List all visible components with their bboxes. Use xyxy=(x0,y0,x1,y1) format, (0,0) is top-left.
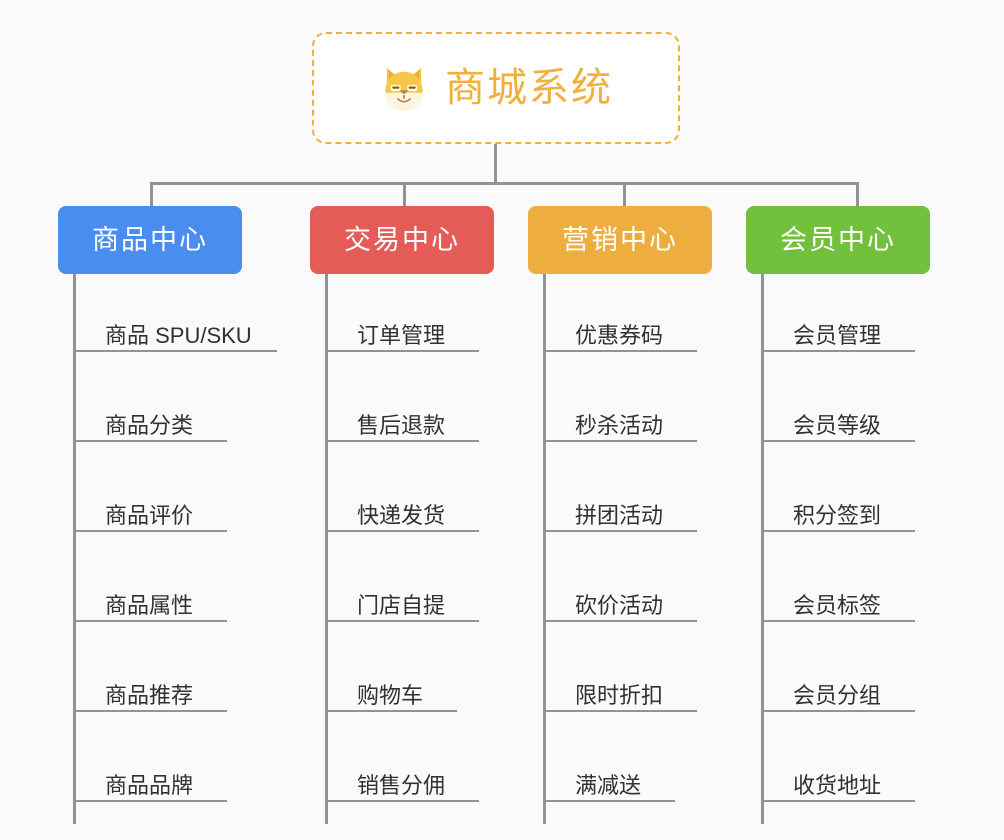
leaf-label: 商品 SPU/SKU xyxy=(105,323,252,348)
leaf-label: 商品推荐 xyxy=(105,683,194,708)
leaf-label: 购物车 xyxy=(357,683,424,708)
leaf-label: 收货地址 xyxy=(793,773,882,798)
leaf-rule xyxy=(325,620,479,622)
category-label-0: 商品中心 xyxy=(92,224,208,255)
leaf-rule xyxy=(761,800,915,802)
column-trunk-1 xyxy=(325,274,328,824)
shiba-dog-icon xyxy=(379,63,429,113)
leaf-rule xyxy=(325,530,479,532)
leaf-label: 秒杀活动 xyxy=(575,413,664,438)
connector-drop-2 xyxy=(403,182,406,206)
leaf-label: 商品品牌 xyxy=(105,773,194,798)
leaf-rule xyxy=(73,620,227,622)
column-trunk-3 xyxy=(761,274,764,824)
leaf-label: 会员标签 xyxy=(793,593,882,618)
root-title: 商城系统 xyxy=(445,66,613,110)
leaf-rule xyxy=(73,440,227,442)
leaf-label: 满减送 xyxy=(575,773,642,798)
leaf-rule xyxy=(543,440,697,442)
category-label-1: 交易中心 xyxy=(344,224,460,255)
connector-drop-4 xyxy=(856,182,859,206)
leaf-rule xyxy=(543,530,697,532)
leaf-label: 会员分组 xyxy=(793,683,882,708)
leaf-rule xyxy=(543,710,697,712)
leaf-label: 门店自提 xyxy=(357,593,446,618)
leaf-label: 商品属性 xyxy=(105,593,194,618)
leaf-rule xyxy=(325,440,479,442)
leaf-rule xyxy=(543,350,697,352)
leaf-rule xyxy=(325,800,479,802)
category-label-3: 会员中心 xyxy=(780,224,896,255)
leaf-rule xyxy=(73,350,277,352)
leaf-label: 优惠券码 xyxy=(575,323,664,348)
leaf-label: 快递发货 xyxy=(357,503,446,528)
leaf-label: 会员管理 xyxy=(793,323,882,348)
category-label-2: 营销中心 xyxy=(562,224,678,255)
leaf-label: 砍价活动 xyxy=(575,593,664,618)
leaf-label: 商品评价 xyxy=(105,503,194,528)
leaf-label: 订单管理 xyxy=(357,323,446,348)
leaf-label: 积分签到 xyxy=(793,503,882,528)
category-box-2[interactable]: 营销中心 xyxy=(528,206,712,274)
connector-horizontal-bus xyxy=(150,182,858,185)
leaf-label: 限时折扣 xyxy=(575,683,664,708)
column-trunk-2 xyxy=(543,274,546,824)
leaf-rule xyxy=(325,710,457,712)
leaf-rule xyxy=(761,710,915,712)
leaf-rule xyxy=(543,620,697,622)
leaf-rule xyxy=(761,440,915,442)
leaf-label: 商品分类 xyxy=(105,413,194,438)
leaf-rule xyxy=(73,530,227,532)
connector-drop-3 xyxy=(623,182,626,206)
leaf-rule xyxy=(761,620,915,622)
connector-root-stem xyxy=(494,144,497,184)
leaf-rule xyxy=(73,710,227,712)
root-node[interactable]: 商城系统 xyxy=(312,32,680,144)
leaf-label: 销售分佣 xyxy=(357,773,446,798)
leaf-rule xyxy=(543,800,675,802)
leaf-rule xyxy=(73,800,227,802)
connector-drop-1 xyxy=(150,182,153,206)
column-trunk-0 xyxy=(73,274,76,824)
category-box-1[interactable]: 交易中心 xyxy=(310,206,494,274)
leaf-label: 拼团活动 xyxy=(575,503,664,528)
category-box-0[interactable]: 商品中心 xyxy=(58,206,242,274)
category-box-3[interactable]: 会员中心 xyxy=(746,206,930,274)
leaf-label: 会员等级 xyxy=(793,413,882,438)
leaf-rule xyxy=(325,350,479,352)
leaf-rule xyxy=(761,530,915,532)
leaf-label: 售后退款 xyxy=(357,413,446,438)
leaf-rule xyxy=(761,350,915,352)
